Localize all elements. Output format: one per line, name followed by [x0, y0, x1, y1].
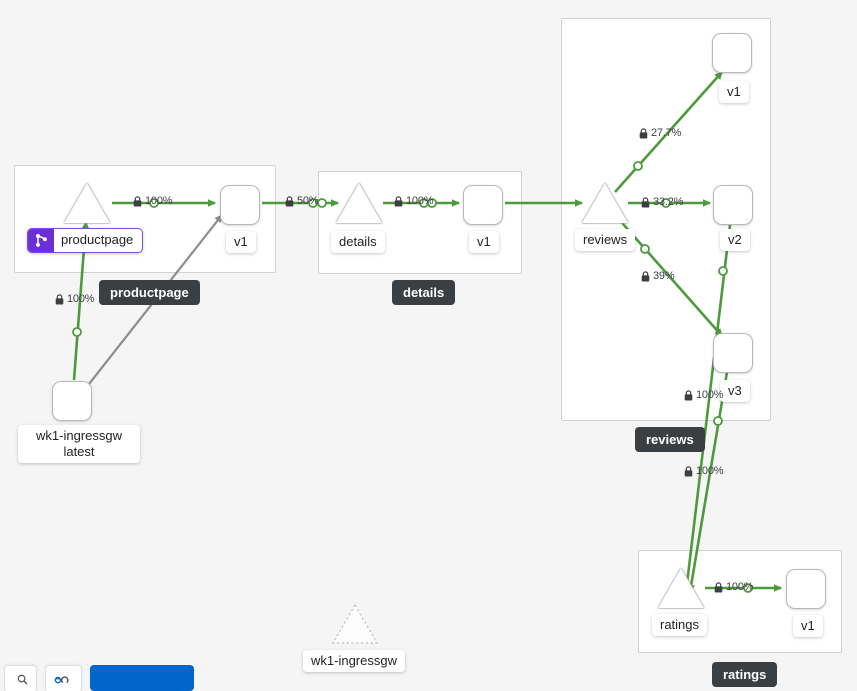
node-label-productpage-text: productpage: [61, 232, 134, 247]
edge-label-reviews-v3-to-ratings: 100%: [684, 465, 724, 477]
service-triangle-icon: [64, 183, 110, 223]
node-label-productpage-service[interactable]: productpage: [27, 228, 144, 253]
node-label-ingressgw-ghost: wk1-ingressgw: [303, 650, 405, 672]
edge-midpoint-ingressgw-productpage: [72, 327, 82, 337]
node-ingressgw-ghost[interactable]: [331, 603, 379, 645]
service-triangle-icon: [336, 183, 382, 223]
group-tag-ratings[interactable]: ratings: [712, 662, 778, 687]
node-details-v1[interactable]: [463, 185, 503, 225]
node-reviews-v2[interactable]: [713, 185, 753, 225]
edge-percent-text: 39%: [653, 270, 675, 282]
lock-icon: [684, 465, 693, 476]
edge-label-details-to-v1: 100%: [394, 195, 434, 207]
node-label-reviews-v1: v1: [719, 81, 749, 103]
legend-button[interactable]: [45, 665, 82, 691]
lock-icon: [714, 581, 723, 592]
node-label-reviews-v3: v3: [720, 380, 750, 402]
node-label-reviews-v2: v2: [720, 229, 750, 251]
lock-icon: [394, 195, 403, 206]
group-tag-productpage[interactable]: productpage: [99, 280, 200, 305]
edge-label-reviews-to-v1: 27.7%: [639, 127, 681, 139]
node-label-details-v1: v1: [469, 231, 499, 253]
workflow-icon: [28, 229, 54, 252]
node-reviews-service[interactable]: [582, 183, 628, 223]
node-label-ingressgw-line1: wk1-ingressgw: [36, 428, 122, 443]
edge-percent-text: 100%: [67, 293, 95, 305]
edge-percent-text: 33.2%: [653, 196, 684, 208]
node-label-ingressgw[interactable]: wk1-ingressgw latest: [18, 425, 140, 463]
edge-label-ratings-to-v1: 100%: [714, 581, 754, 593]
node-reviews-v3[interactable]: [713, 333, 753, 373]
lock-icon: [641, 196, 650, 207]
lock-icon: [133, 195, 142, 206]
edge-label-productpage-to-v1: 100%: [133, 195, 173, 207]
node-ratings-v1[interactable]: [786, 569, 826, 609]
group-tag-reviews[interactable]: reviews: [635, 427, 705, 452]
node-productpage-v1[interactable]: [220, 185, 260, 225]
node-details-service[interactable]: [336, 183, 382, 223]
edge-label-ingressgw-to-productpage: 100%: [55, 293, 95, 305]
node-label-productpage-v1: v1: [226, 231, 256, 253]
node-ratings-service[interactable]: [658, 568, 704, 608]
edge-percent-text: 100%: [696, 389, 724, 401]
graph-toolbar[interactable]: [0, 665, 194, 691]
node-label-details-service[interactable]: details: [331, 231, 385, 253]
node-reviews-v1[interactable]: [712, 33, 752, 73]
node-productpage-service[interactable]: [64, 183, 110, 223]
edge-percent-text: 100%: [145, 195, 173, 207]
edge-label-reviews-to-v3: 39%: [641, 270, 675, 282]
lock-icon: [639, 127, 648, 138]
zoom-controls[interactable]: [4, 665, 37, 691]
lock-icon: [285, 195, 294, 206]
node-ingressgw[interactable]: [52, 381, 92, 421]
primary-action-button[interactable]: [90, 665, 194, 691]
lock-icon: [684, 389, 693, 400]
group-tag-details[interactable]: details: [392, 280, 456, 305]
zoom-in-icon[interactable]: [17, 674, 28, 685]
edge-percent-text: 100%: [726, 581, 754, 593]
edge-percent-text: 100%: [696, 465, 724, 477]
node-label-ratings-service[interactable]: ratings: [652, 614, 708, 636]
edge-label-reviews-v2-to-ratings: 100%: [684, 389, 724, 401]
edge-percent-text: 100%: [406, 195, 434, 207]
lock-icon: [641, 270, 650, 281]
node-label-ratings-v1: v1: [793, 615, 823, 637]
node-label-reviews-service[interactable]: reviews: [575, 229, 636, 251]
service-triangle-icon: [658, 568, 704, 608]
edge-label-productpage-to-details: 50%: [285, 195, 319, 207]
lock-icon: [55, 293, 64, 304]
edge-label-reviews-to-v2: 33.2%: [641, 196, 683, 208]
edge-percent-text: 50%: [297, 195, 319, 207]
node-label-ingressgw-line2: latest: [63, 444, 95, 459]
legend-icon: [54, 675, 69, 683]
service-triangle-icon: [582, 183, 628, 223]
edge-percent-text: 27.7%: [651, 127, 682, 139]
